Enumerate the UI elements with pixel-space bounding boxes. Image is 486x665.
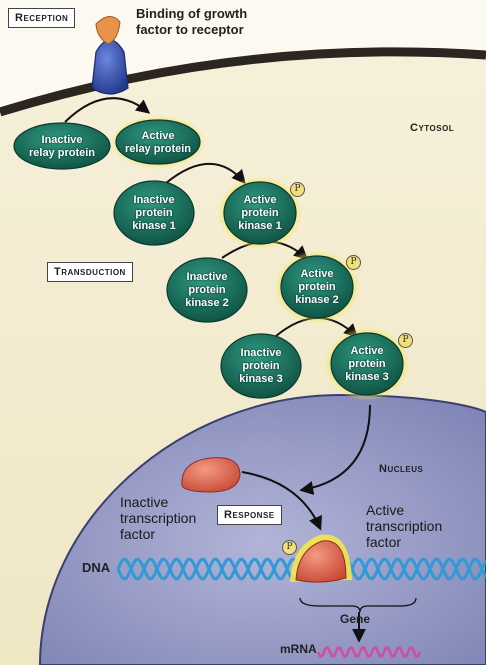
inactive-kinase-1-line2: protein bbox=[135, 207, 173, 219]
active-transcription-factor bbox=[295, 540, 347, 583]
arrow-to-nucleus bbox=[299, 404, 371, 495]
active-kinase-3-line1: Active bbox=[350, 345, 384, 357]
reception-label: Reception bbox=[8, 8, 76, 28]
inactive-kinase-3 bbox=[220, 333, 302, 399]
active-kinase-3-text: Active protein kinase 3 bbox=[327, 345, 407, 384]
inactive-relay-protein bbox=[13, 122, 111, 170]
active-kinase-1-line3: kinase 1 bbox=[238, 220, 282, 232]
active-kinase-3 bbox=[330, 332, 404, 396]
binding-label: Binding of growth factor to receptor bbox=[136, 6, 247, 38]
inactive-tf-label-line2: transcription bbox=[120, 510, 197, 526]
nucleus bbox=[38, 393, 486, 665]
inactive-kinase-3-line1: Inactive bbox=[240, 347, 282, 359]
inactive-tf-label-line3: factor bbox=[120, 526, 156, 542]
binding-label-line1: Binding of growth bbox=[136, 6, 248, 21]
inactive-kinase-2-line3: kinase 2 bbox=[185, 297, 229, 309]
active-tf-label-line3: factor bbox=[366, 534, 402, 550]
active-kinase-3-line3: kinase 3 bbox=[345, 371, 389, 383]
phosphate-icon: P bbox=[346, 255, 361, 270]
active-relay-text-line2: relay protein bbox=[124, 143, 192, 155]
inactive-tf-label-line1: Inactive bbox=[120, 494, 169, 510]
inactive-kinase-3-line2: protein bbox=[242, 360, 280, 372]
active-kinase-1 bbox=[223, 181, 297, 245]
response-label: Response bbox=[217, 505, 282, 525]
inactive-kinase-2-text: Inactive protein kinase 2 bbox=[167, 271, 247, 310]
inactive-relay-text-line2: relay protein bbox=[28, 147, 96, 159]
active-kinase-2 bbox=[280, 255, 354, 319]
inactive-kinase-3-line3: kinase 3 bbox=[239, 373, 283, 385]
arrow-tf-activation bbox=[241, 471, 322, 531]
inactive-relay-text: Inactive relay protein bbox=[14, 134, 110, 160]
nucleus-label: Nucleus bbox=[379, 463, 424, 475]
inactive-relay-text-line1: Inactive bbox=[41, 134, 83, 146]
binding-label-line2: factor to receptor bbox=[136, 22, 244, 37]
extracellular-space bbox=[0, 0, 486, 112]
phosphate-icon: P bbox=[282, 540, 297, 555]
inactive-kinase-2 bbox=[166, 257, 248, 323]
active-kinase-3-line2: protein bbox=[348, 358, 386, 370]
active-relay-protein bbox=[115, 119, 201, 165]
active-kinase-1-line2: protein bbox=[241, 207, 279, 219]
mrna-label: mRNA bbox=[280, 642, 317, 656]
inactive-kinase-3-text: Inactive protein kinase 3 bbox=[221, 347, 301, 386]
active-kinase-2-text: Active protein kinase 2 bbox=[277, 268, 357, 307]
transduction-label: Transduction bbox=[47, 262, 133, 282]
active-relay-text-line1: Active bbox=[141, 130, 175, 142]
active-tf-label-line2: transcription bbox=[366, 518, 443, 534]
dna-label: DNA bbox=[82, 560, 111, 575]
arrow-relay-activation bbox=[64, 97, 151, 123]
inactive-kinase-2-line1: Inactive bbox=[186, 271, 228, 283]
gene-label: Gene bbox=[340, 612, 371, 626]
plasma-membrane bbox=[0, 47, 486, 117]
cytosol-label: Cytosol bbox=[410, 122, 455, 134]
inactive-kinase-1-line1: Inactive bbox=[133, 194, 175, 206]
active-kinase-2-line1: Active bbox=[300, 268, 334, 280]
active-kinase-1-text: Active protein kinase 1 bbox=[220, 194, 300, 233]
arrow-kinase1-activation bbox=[157, 162, 246, 191]
receptor bbox=[91, 39, 129, 95]
active-kinase-2-line3: kinase 2 bbox=[295, 294, 339, 306]
inactive-kinase-1-text: Inactive protein kinase 1 bbox=[114, 194, 194, 233]
active-tf-label: Active transcription factor bbox=[366, 502, 442, 550]
active-relay-text: Active relay protein bbox=[110, 130, 206, 156]
mrna-strand bbox=[316, 646, 422, 658]
inactive-kinase-1-line3: kinase 1 bbox=[132, 220, 176, 232]
inactive-kinase-1 bbox=[113, 180, 195, 246]
active-kinase-1-line1: Active bbox=[243, 194, 277, 206]
phosphate-icon: P bbox=[290, 182, 305, 197]
phosphate-icon: P bbox=[398, 333, 413, 348]
active-kinase-2-line2: protein bbox=[298, 281, 336, 293]
gene-bracket bbox=[299, 597, 417, 613]
inactive-transcription-factor bbox=[181, 457, 241, 493]
inactive-tf-label: Inactive transcription factor bbox=[120, 494, 196, 542]
inactive-kinase-2-line2: protein bbox=[188, 284, 226, 296]
growth-factor bbox=[95, 16, 121, 45]
active-tf-label-line1: Active bbox=[366, 502, 405, 518]
